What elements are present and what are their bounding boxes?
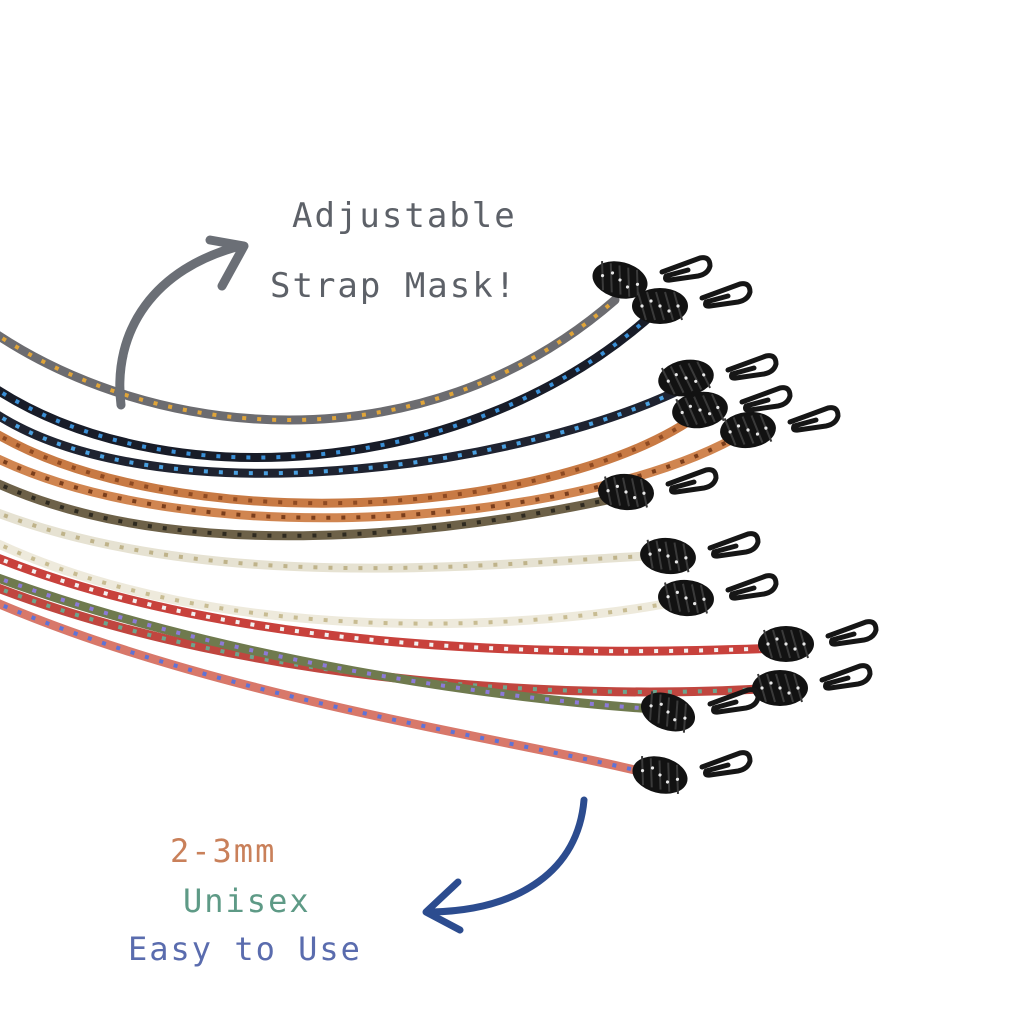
strap-pattern-black-blue-2	[0, 383, 691, 476]
knot-black-blue-2	[658, 359, 714, 397]
feature-size: 2-3mm	[170, 832, 277, 870]
strap-pattern-cream-2	[0, 542, 686, 626]
cord-knots	[592, 261, 814, 794]
strap-cords	[0, 295, 785, 780]
knot-orange-2	[720, 411, 776, 449]
knot-black-blue	[632, 288, 688, 324]
knot-grey-yellow	[592, 261, 648, 299]
hook-clip-orange-2	[787, 405, 841, 433]
feature-unisex: Unisex	[183, 882, 311, 920]
curved-arrow-up-icon	[115, 241, 245, 410]
hook-clip-black-blue-2	[725, 353, 779, 381]
knot-cream	[640, 537, 696, 575]
strap-pattern-salmon-blue	[0, 602, 656, 777]
hook-clip-camo	[665, 467, 719, 495]
strap-pattern-olive-purple	[0, 576, 671, 712]
strap-pattern-orange-2	[0, 430, 747, 520]
knot-cream-2	[658, 579, 714, 617]
hook-clip-black-blue	[699, 281, 753, 309]
feature-easy-to-use: Easy to Use	[128, 930, 362, 968]
strap-pattern-red-white	[0, 556, 781, 654]
knot-red-white	[758, 626, 814, 662]
hook-clip-cream-2	[725, 573, 779, 601]
arrow-head-icon	[205, 235, 249, 291]
curved-arrow-down-icon	[428, 796, 588, 916]
hook-clips	[659, 255, 879, 778]
knot-red-green	[752, 670, 808, 706]
strap-cord-orange	[0, 405, 710, 508]
hook-clip-grey-yellow	[659, 255, 713, 283]
headline-line-1: Adjustable	[292, 196, 517, 236]
knot-salmon-blue	[632, 756, 688, 794]
hook-clip-cream	[707, 531, 761, 559]
strap-pattern-cream	[0, 511, 671, 571]
hook-clip-olive-purple	[707, 687, 761, 715]
hook-clip-red-green	[819, 663, 873, 691]
arrow-head-icon	[422, 878, 464, 934]
hook-clip-orange	[739, 385, 793, 413]
knot-camo	[598, 473, 654, 511]
strap-pattern-grey-yellow	[0, 298, 617, 422]
strap-cord-black-blue-2	[0, 380, 695, 478]
knot-olive-purple	[640, 691, 696, 733]
hook-clip-red-white	[825, 619, 879, 647]
strap-cord-camo	[0, 479, 635, 541]
hook-clip-salmon-blue	[699, 750, 753, 778]
knot-orange	[672, 391, 728, 429]
strap-pattern-black-blue	[0, 310, 657, 460]
headline-line-2: Strap Mask!	[270, 266, 518, 306]
